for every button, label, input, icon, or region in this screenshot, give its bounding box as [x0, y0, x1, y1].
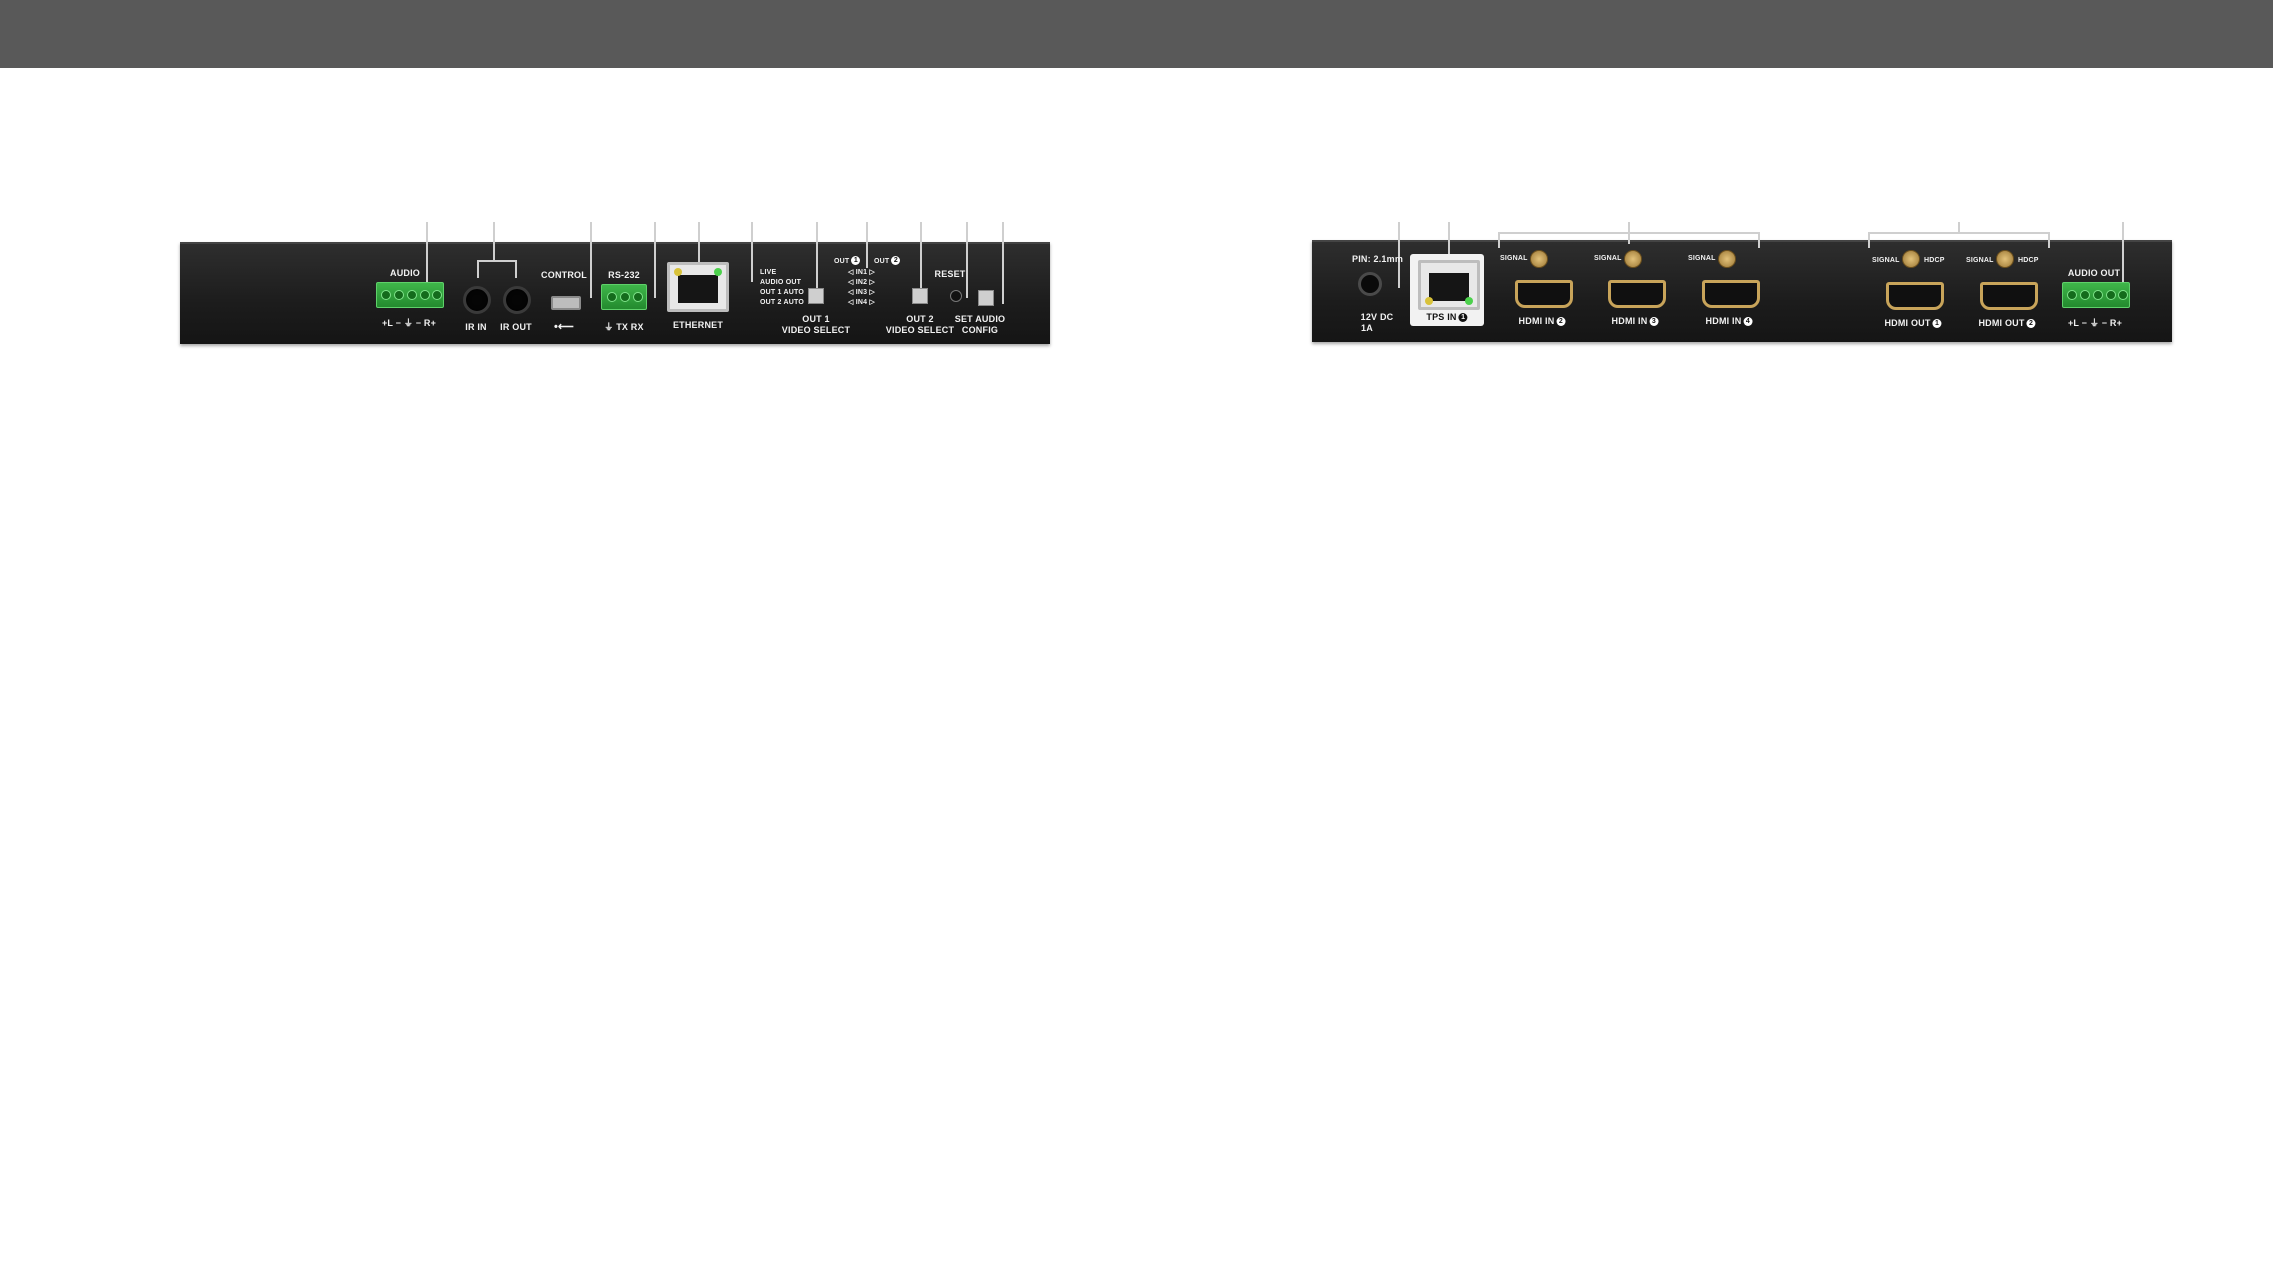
out2-select-sublabel: VIDEO SELECT: [885, 325, 955, 335]
signal-label-out1: SIGNAL: [1872, 257, 1900, 264]
callout-bracket-hdmi-out: [1868, 232, 2050, 234]
rs232-terminal-block[interactable]: [601, 284, 647, 310]
signal-led-in4: [1718, 250, 1736, 268]
ethernet-port[interactable]: [667, 262, 729, 312]
pin-size-label: PIN: 2.1mm: [1352, 254, 1404, 264]
callout-line-usb: [590, 222, 592, 298]
matrix-in2: ◁ IN2 ▷: [848, 279, 875, 286]
hdmi-out-1-port[interactable]: [1886, 282, 1944, 310]
callout-line-rs232: [654, 222, 656, 298]
rs232-label: RS-232: [608, 270, 640, 280]
hdmi-out-2-port[interactable]: [1980, 282, 2038, 310]
callout-bracket-hdmi-out-left: [1868, 232, 1870, 248]
ir-out-label: IR OUT: [500, 322, 532, 332]
signal-label-in3: SIGNAL: [1594, 255, 1622, 262]
audio-out-label: AUDIO OUT: [2067, 268, 2121, 278]
callout-line-hdmi-out: [1958, 222, 1960, 234]
callout-line-out1: [816, 222, 818, 302]
signal-label-in2: SIGNAL: [1500, 255, 1528, 262]
ir-in-label: IR IN: [465, 322, 487, 332]
ir-in-jack[interactable]: [463, 286, 491, 314]
out2-select-label: OUT 2: [906, 314, 934, 324]
signal-led-in3: [1624, 250, 1642, 268]
hdmi-in-2-port[interactable]: [1515, 280, 1573, 308]
matrix-in3: ◁ IN3 ▷: [848, 289, 875, 296]
signal-led-out2: [1996, 250, 2014, 268]
callout-line-setaudio: [1002, 222, 1004, 304]
audio-out-pin-labels: +L − ⏚ − R+: [2067, 318, 2123, 328]
callout-line-ethernet: [698, 222, 700, 274]
hdcp-label-out2: HDCP: [2018, 257, 2039, 264]
matrix-in4: ◁ IN4 ▷: [848, 299, 875, 306]
front-panel-diagram: AUDIO +L − ⏚ − R+ IR IN IR OUT CONTROL •…: [180, 210, 1050, 350]
callout-bracket-hdmi-in-right: [1758, 232, 1760, 248]
callout-line-ir: [493, 222, 495, 262]
ethernet-activity-led: [714, 268, 722, 276]
set-audio-config-button[interactable]: [978, 290, 994, 306]
out1-select-label: OUT 1: [802, 314, 830, 324]
signal-led-out1: [1902, 250, 1920, 268]
audio-out-terminal-block[interactable]: [2062, 282, 2130, 308]
callout-line-leds: [751, 222, 753, 282]
signal-label-in4: SIGNAL: [1688, 255, 1716, 262]
callout-line-dc: [1398, 222, 1400, 288]
callout-bracket-ir: [477, 260, 517, 262]
set-audio-label: SET AUDIO: [954, 314, 1006, 324]
callout-line-audio-out: [2122, 222, 2124, 298]
status-led-out1-auto: OUT 1 AUTO: [760, 289, 805, 296]
set-audio-sublabel: CONFIG: [961, 325, 999, 335]
tps-link-led: [1425, 297, 1433, 305]
callout-line-tps: [1448, 222, 1450, 270]
hdmi-in-3-port[interactable]: [1608, 280, 1666, 308]
status-led-audio-out: AUDIO OUT: [760, 279, 802, 286]
dc-current-label: 1A: [1361, 323, 1373, 333]
ethernet-label: ETHERNET: [672, 320, 724, 330]
ir-out-jack[interactable]: [503, 286, 531, 314]
out1-select-sublabel: VIDEO SELECT: [781, 325, 851, 335]
signal-label-out2: SIGNAL: [1966, 257, 1994, 264]
audio-pin-labels: +L − ⏚ − R+: [381, 318, 437, 328]
dc-voltage-label: 12V DC: [1360, 312, 1394, 322]
dc-power-jack[interactable]: [1358, 272, 1382, 296]
reset-label: RESET: [934, 269, 966, 279]
callout-bracket-hdmi-in-left: [1498, 232, 1500, 248]
audio-label: AUDIO: [390, 268, 420, 278]
status-led-live: LIVE: [760, 269, 777, 276]
signal-led-in2: [1530, 250, 1548, 268]
usb-port[interactable]: [551, 296, 581, 310]
callout-bracket-hdmi-out-right: [2048, 232, 2050, 248]
hdmi-in-4-port[interactable]: [1702, 280, 1760, 308]
ethernet-link-led: [674, 268, 682, 276]
out1-video-select-button[interactable]: [808, 288, 824, 304]
status-led-out2-auto: OUT 2 AUTO: [760, 299, 805, 306]
matrix-in1: ◁ IN1 ▷: [848, 269, 875, 276]
usb-icon: •⟵: [553, 321, 575, 333]
callout-line-matrix: [866, 222, 868, 268]
hdcp-label-out1: HDCP: [1924, 257, 1945, 264]
rs232-pin-labels: ⏚ TX RX: [604, 322, 644, 332]
tps-in-port[interactable]: [1418, 260, 1480, 310]
callout-line-out2: [920, 222, 922, 304]
callout-line-audio: [426, 222, 428, 282]
out2-video-select-button[interactable]: [912, 288, 928, 304]
callout-bracket-ir-left: [477, 260, 479, 278]
header-bar: [0, 0, 2273, 68]
callout-bracket-ir-right: [515, 260, 517, 278]
reset-button[interactable]: [950, 290, 962, 302]
tps-activity-led: [1465, 297, 1473, 305]
callout-line-reset: [966, 222, 968, 298]
callout-bracket-hdmi-in: [1498, 232, 1760, 234]
audio-terminal-block[interactable]: [376, 282, 444, 308]
control-label: CONTROL: [541, 270, 587, 280]
